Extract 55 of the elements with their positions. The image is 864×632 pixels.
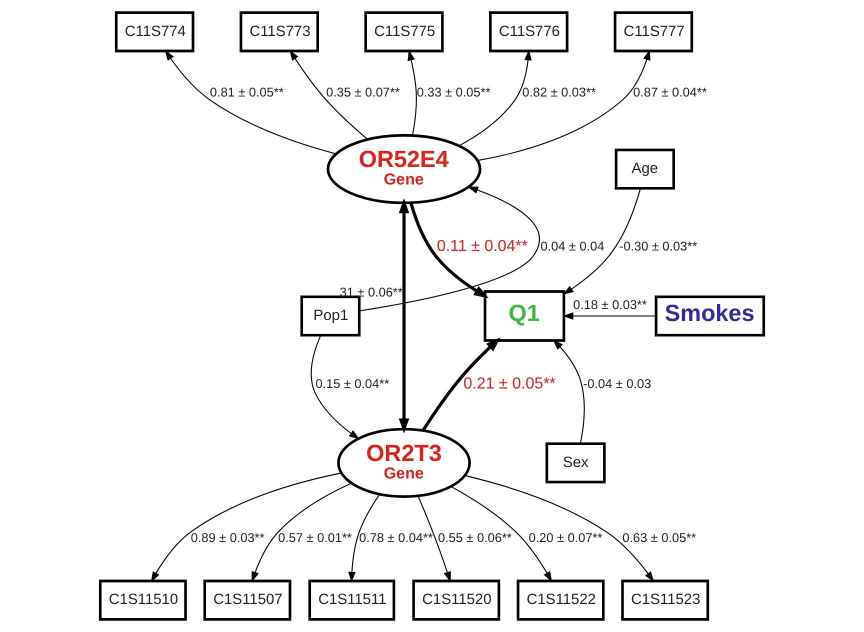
edge-label: 0.81 ± 0.05** bbox=[210, 84, 284, 100]
node-box: C1S11511 bbox=[308, 580, 396, 621]
edge-label: 0.57 ± 0.01** bbox=[278, 530, 352, 546]
edge-label: 0.89 ± 0.03** bbox=[190, 530, 264, 546]
edge-label: 0.63 ± 0.05** bbox=[622, 530, 696, 546]
node-box: C1S11520 bbox=[412, 580, 500, 621]
node-box: C11S776 bbox=[489, 11, 568, 52]
node-ellipse: OR52E4 Gene bbox=[326, 134, 482, 204]
arrow bbox=[348, 494, 380, 583]
node-box: C11S775 bbox=[364, 11, 444, 52]
node-box: C1S11522 bbox=[516, 580, 605, 621]
node-box: Age bbox=[614, 148, 675, 190]
edge-label: 0.21 ± 0.05** bbox=[463, 375, 556, 392]
edge-label: 0.20 ± 0.07** bbox=[528, 530, 602, 546]
arrow bbox=[478, 50, 650, 161]
arrow bbox=[458, 50, 532, 146]
edge-label: 0.33 ± 0.05** bbox=[416, 84, 490, 100]
node-box: Smokes bbox=[654, 295, 766, 337]
node-box: C1S11510 bbox=[98, 580, 187, 621]
arrow bbox=[409, 202, 489, 298]
edge-label: -0.04 ± 0.03 bbox=[583, 376, 652, 392]
arrow bbox=[464, 475, 654, 582]
edge-label: 0.55 ± 0.06** bbox=[438, 530, 512, 546]
arrow bbox=[562, 312, 656, 320]
edge-label: 0.11 ± 0.04** bbox=[436, 238, 528, 255]
node-box: Q1 bbox=[484, 290, 566, 342]
node-box: C11S774 bbox=[114, 11, 194, 52]
edge-label: 0.82 ± 0.03** bbox=[522, 84, 596, 100]
arrow bbox=[310, 335, 360, 440]
arrow bbox=[562, 188, 641, 295]
edge-label: 0.78 ± 0.04** bbox=[359, 530, 433, 546]
arrow bbox=[164, 50, 336, 154]
arrow bbox=[451, 486, 552, 582]
node-box: C1S11507 bbox=[203, 580, 292, 621]
arrow bbox=[552, 339, 585, 444]
edge-label: 0.18 ± 0.03** bbox=[573, 297, 647, 312]
edge-label: 0.04 ± 0.04 bbox=[540, 238, 604, 254]
arrow bbox=[252, 482, 352, 582]
edge-label: 0.35 ± 0.07** bbox=[326, 84, 400, 100]
node-box: Pop1 bbox=[300, 295, 361, 337]
node-box: Sex bbox=[546, 442, 606, 484]
arrow bbox=[359, 186, 540, 312]
node-box: C1S11523 bbox=[621, 580, 710, 621]
arrow bbox=[408, 50, 417, 136]
arrow bbox=[290, 50, 368, 140]
edge-label: -0.30 ± 0.03** bbox=[619, 238, 698, 254]
node-box: C11S773 bbox=[240, 11, 320, 52]
node-ellipse: OR2T3 Gene bbox=[337, 428, 471, 498]
arrow bbox=[398, 198, 410, 434]
arrow bbox=[150, 472, 342, 582]
arrow bbox=[418, 496, 451, 582]
edge-label: 0.15 ± 0.04** bbox=[315, 376, 390, 392]
edge-label: 0.87 ± 0.04** bbox=[633, 84, 707, 100]
arrow bbox=[422, 337, 501, 432]
node-box: C11S777 bbox=[614, 11, 694, 52]
